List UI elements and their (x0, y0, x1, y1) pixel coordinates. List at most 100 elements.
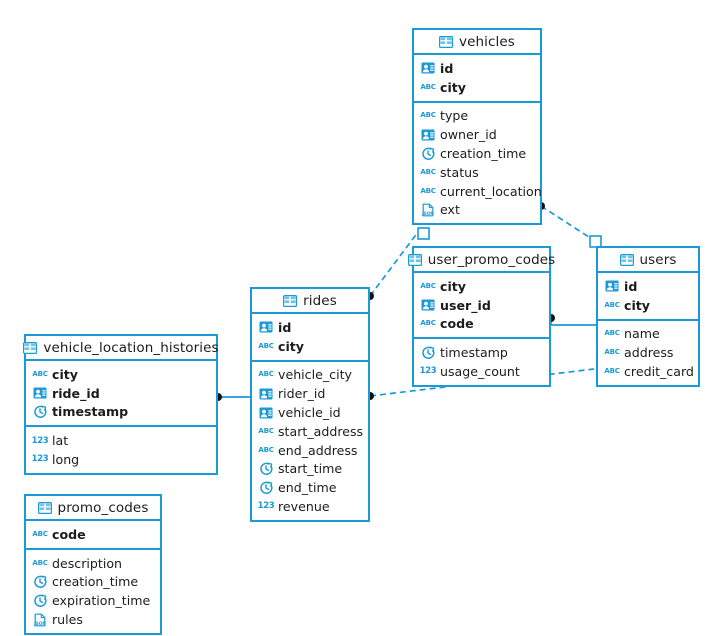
table-grid-icon (619, 253, 634, 267)
field-row[interactable]: JSON ext (414, 201, 540, 220)
relationship-vehicles-users[interactable] (537, 202, 602, 248)
abc-string-icon: ABC (258, 370, 274, 379)
field-name-label: current_location (440, 183, 542, 199)
field-row[interactable]: timestamp (26, 403, 216, 422)
field-row[interactable]: id (598, 277, 698, 296)
table-name-label: vehicle_location_histories (43, 339, 219, 356)
table-header-user_promo_codes[interactable]: user_promo_codes (407, 248, 555, 273)
field-name-label: revenue (278, 499, 330, 515)
field-name-label: ride_id (52, 385, 100, 401)
table-grid-icon (439, 35, 454, 49)
relationship-user_promo_codes-users[interactable] (547, 314, 596, 326)
relationship-line (550, 318, 596, 326)
field-row[interactable]: start_time (252, 460, 368, 479)
relationship-line (540, 205, 593, 240)
field-name-label: creation_time (52, 574, 139, 590)
abc-string-icon: ABC (420, 186, 436, 195)
abc-string-icon: ABC (258, 341, 274, 350)
field-row[interactable]: vehicle_id (252, 403, 368, 422)
field-row[interactable]: timestamp (414, 343, 549, 362)
field-name-label: owner_id (440, 127, 497, 143)
field-row[interactable]: expiration_time (26, 591, 160, 610)
field-row[interactable]: ride_id (26, 384, 216, 403)
clock-timestamp-icon (33, 575, 47, 589)
relationship-vehicle_location_histories-rides[interactable] (214, 393, 250, 401)
abc-string-icon: ABC (420, 82, 436, 91)
field-row[interactable]: end_time (252, 478, 368, 497)
field-row[interactable]: ABC city (26, 365, 216, 384)
field-row[interactable]: creation_time (414, 144, 540, 163)
table-grid-icon (283, 294, 298, 308)
table-header-users[interactable]: users (598, 248, 698, 273)
table-name-label: promo_codes (57, 499, 149, 516)
field-row[interactable]: owner_id (414, 125, 540, 144)
clock-timestamp-icon (421, 147, 435, 161)
field-name-label: address (624, 345, 674, 361)
abc-string-icon: ABC (32, 369, 48, 378)
field-row[interactable]: id (414, 59, 540, 78)
field-name-label: ext (440, 202, 460, 218)
table-grid-icon (37, 501, 52, 515)
field-row[interactable]: user_id (414, 296, 549, 315)
uuid-badge-icon (259, 320, 273, 334)
table-header-vehicle_location_histories[interactable]: vehicle_location_histories (23, 336, 219, 361)
table-header-vehicles[interactable]: vehicles (414, 30, 540, 55)
123-number-icon: 123 (257, 501, 275, 512)
field-row[interactable]: id (252, 318, 368, 337)
field-name-label: description (52, 555, 123, 571)
field-name-label: city (624, 297, 651, 313)
table-grid-icon (407, 253, 422, 267)
field-name-label: city (52, 366, 79, 382)
table-header-rides[interactable]: rides (252, 289, 368, 314)
primary-key-section: ABC city ride_id timestamp (26, 361, 216, 428)
table-name-label: users (639, 251, 677, 268)
field-name-label: usage_count (440, 364, 520, 380)
table-header-promo_codes[interactable]: promo_codes (26, 496, 160, 521)
field-name-label: code (440, 316, 474, 332)
field-row[interactable]: creation_time (26, 573, 160, 592)
json-doc-icon: JSON (421, 203, 435, 217)
clock-timestamp-icon (33, 594, 47, 608)
field-name-label: rules (52, 612, 83, 628)
field-name-label: creation_time (440, 146, 527, 162)
123-number-icon: 123 (31, 435, 49, 446)
field-name-label: start_time (278, 461, 343, 477)
uuid-badge-icon (33, 386, 47, 400)
field-row[interactable]: ABC current_location (414, 182, 542, 201)
field-row[interactable]: rider_id (252, 384, 368, 403)
abc-string-icon: ABC (420, 111, 436, 120)
